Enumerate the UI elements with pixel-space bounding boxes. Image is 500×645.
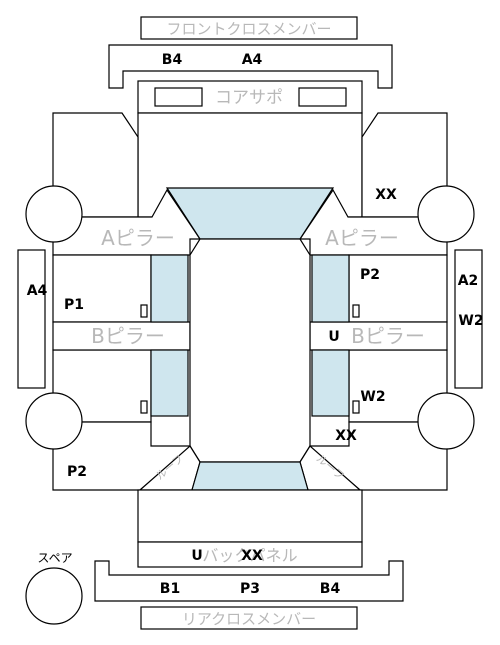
rear-cross-member-box[interactable]: [140, 606, 358, 630]
wheel-rear-left[interactable]: [25, 392, 83, 450]
back-panel-label: バックパネル: [202, 546, 297, 565]
back-code-u: U: [191, 548, 202, 564]
right-code-p2: P2: [360, 267, 380, 283]
door-handle-front-left: [140, 304, 148, 318]
rear-code-b1: B1: [160, 581, 180, 597]
core-support-slot-left: [154, 87, 203, 107]
a-pillar-left-label: Aピラー: [101, 226, 175, 250]
right-code-w2: W2: [360, 389, 385, 405]
spare-tire[interactable]: [25, 567, 83, 625]
b-pillar-left-label: Bピラー: [91, 324, 165, 348]
b-pillar-right-label: Bピラー: [351, 324, 425, 348]
window-front-right[interactable]: [311, 254, 350, 323]
left-rail-code: A4: [27, 283, 48, 299]
a-pillar-right-label: Aピラー: [325, 226, 399, 250]
roof[interactable]: [189, 238, 311, 463]
front-right-code-xx: XX: [375, 187, 397, 203]
side-rail-left[interactable]: [17, 249, 46, 389]
side-rail-right[interactable]: [454, 249, 483, 389]
rear-bracket[interactable]: [94, 560, 404, 602]
right-rail-code-w2: W2: [458, 313, 483, 329]
rear-cross-member-label: リアクロスメンバー: [182, 610, 316, 628]
window-rear-left[interactable]: [150, 349, 189, 417]
front-bracket-code-left: B4: [162, 52, 183, 68]
back-code-xx: XX: [241, 548, 263, 564]
door-handle-rear-left: [140, 400, 148, 414]
wheel-front-right[interactable]: [417, 185, 475, 243]
back-panel-box[interactable]: [137, 541, 363, 568]
right-code-u: U: [328, 329, 339, 345]
left-code-p2: P2: [67, 464, 87, 480]
front-cross-member-box[interactable]: [140, 16, 358, 40]
spare-label: スペア: [37, 551, 72, 565]
trunk[interactable]: [137, 489, 363, 543]
front-door-right[interactable]: [348, 254, 448, 323]
rear-code-p3: P3: [240, 581, 260, 597]
door-handle-rear-right: [352, 400, 360, 414]
front-cross-member-label: フロントクロスメンバー: [166, 20, 331, 38]
window-rear-right[interactable]: [311, 349, 350, 417]
rear-window[interactable]: [191, 461, 309, 491]
front-bracket[interactable]: [108, 44, 393, 89]
door-handle-front-right: [352, 304, 360, 318]
rear-code-b4: B4: [320, 581, 341, 597]
right-rail-code-a2: A2: [458, 273, 479, 289]
front-bracket-code-right: A4: [242, 52, 263, 68]
right-code-xx: XX: [335, 428, 357, 444]
core-support-slot-right: [298, 87, 347, 107]
b-pillar-left[interactable]: [52, 321, 191, 351]
wheel-rear-right[interactable]: [417, 392, 475, 450]
core-support-label: コアサポ: [215, 88, 283, 108]
left-code-p1: P1: [64, 297, 84, 313]
window-front-left[interactable]: [150, 254, 189, 323]
wheel-front-left[interactable]: [25, 185, 83, 243]
